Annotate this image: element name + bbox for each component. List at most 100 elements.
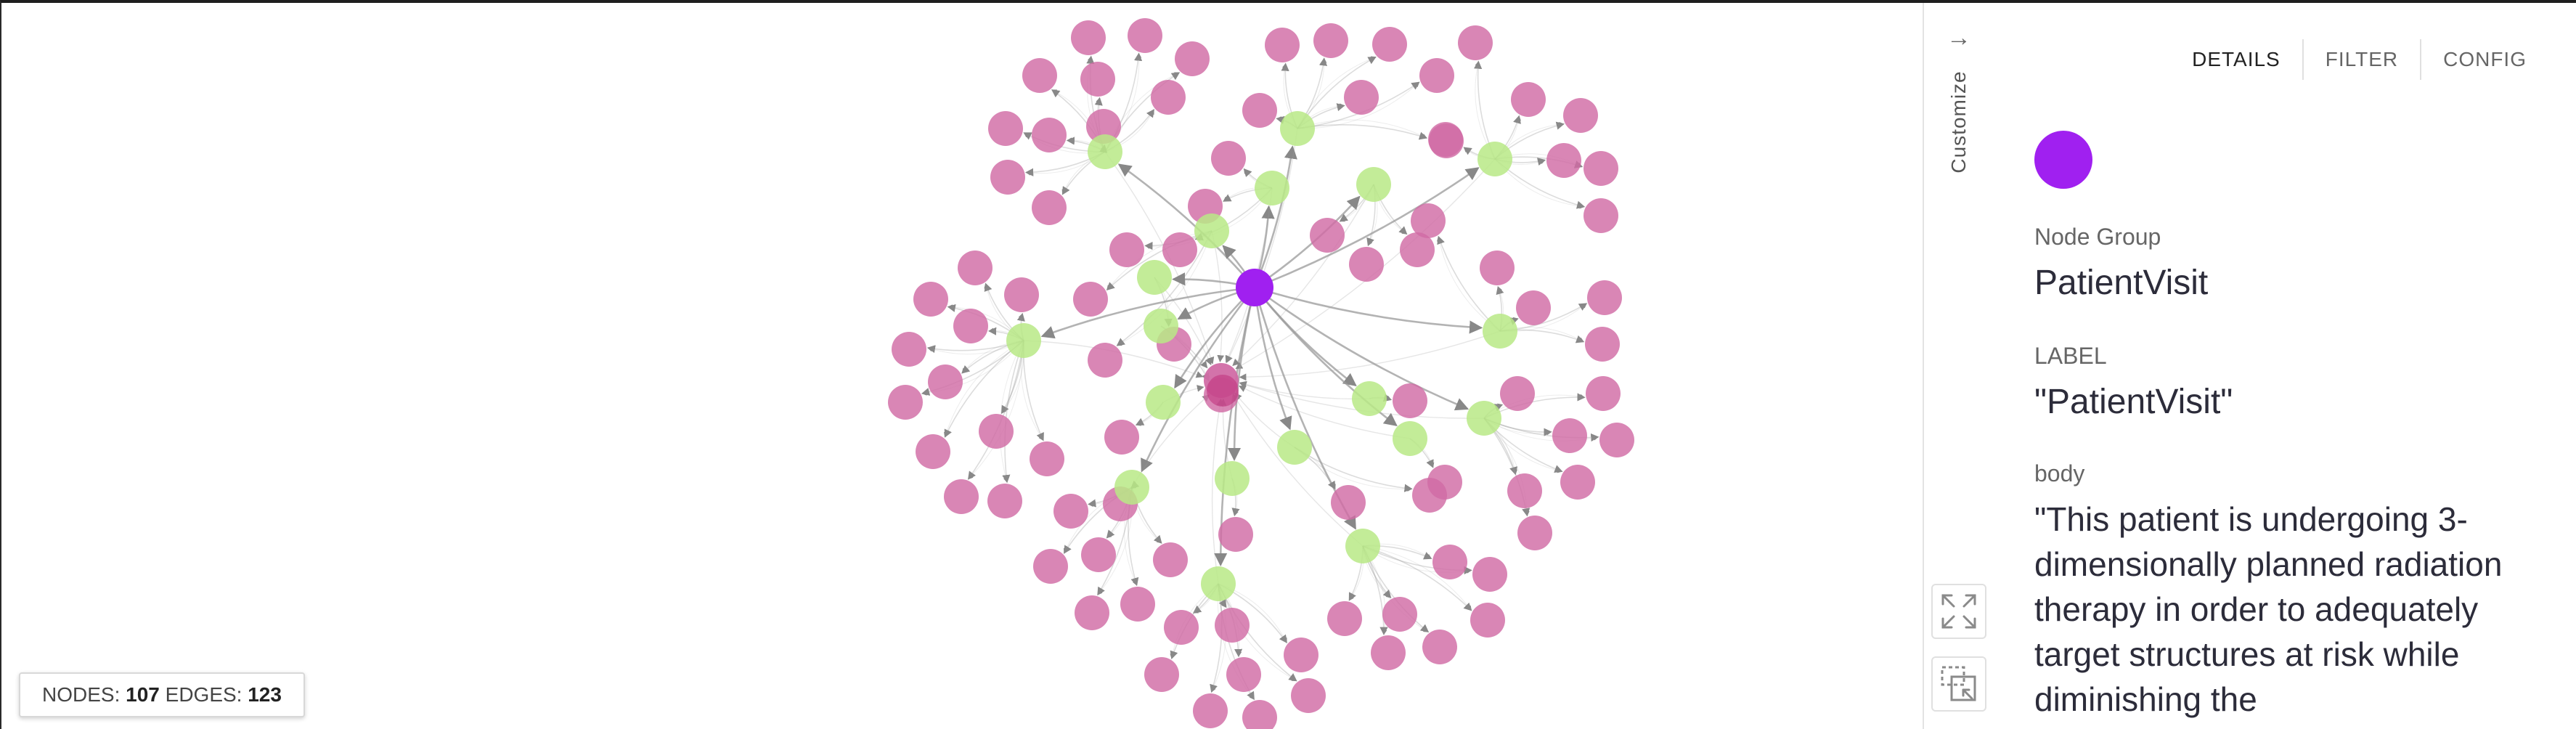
- leaf-node[interactable]: [1053, 494, 1088, 529]
- leaf-node[interactable]: [1128, 18, 1162, 53]
- leaf-node[interactable]: [1516, 290, 1551, 325]
- leaf-node[interactable]: [1458, 25, 1493, 60]
- leaf-node[interactable]: [1327, 601, 1362, 636]
- leaf-node[interactable]: [1032, 118, 1067, 152]
- leaf-node[interactable]: [892, 332, 926, 367]
- leaf-node[interactable]: [1563, 98, 1598, 133]
- leaf-node[interactable]: [990, 160, 1025, 195]
- leaf-node[interactable]: [979, 414, 1014, 449]
- leaf-node[interactable]: [1265, 28, 1300, 62]
- leaf-node[interactable]: [916, 434, 950, 469]
- cluster-node[interactable]: [1194, 213, 1229, 248]
- leaf-node[interactable]: [1193, 693, 1228, 728]
- leaf-node[interactable]: [1120, 587, 1155, 622]
- leaf-node[interactable]: [1032, 190, 1067, 225]
- leaf-node[interactable]: [1175, 41, 1210, 76]
- cluster-node[interactable]: [1137, 260, 1172, 295]
- leaf-node[interactable]: [1215, 608, 1250, 643]
- leaf-node[interactable]: [958, 251, 993, 285]
- graph-canvas[interactable]: NODES: 107 EDGES: 123: [1, 3, 1923, 729]
- cluster-node[interactable]: [1393, 421, 1427, 456]
- leaf-node[interactable]: [1470, 603, 1505, 638]
- fit-view-button[interactable]: [1931, 584, 1986, 639]
- leaf-node[interactable]: [1151, 80, 1186, 115]
- leaf-node[interactable]: [1153, 542, 1188, 577]
- leaf-node[interactable]: [1073, 282, 1108, 317]
- cluster-node[interactable]: [1201, 566, 1236, 601]
- cluster-node[interactable]: [1483, 314, 1517, 349]
- leaf-node[interactable]: [1583, 151, 1618, 186]
- tab-filter[interactable]: FILTER: [2304, 39, 2422, 80]
- leaf-node[interactable]: [1585, 327, 1620, 362]
- leaf-node[interactable]: [1075, 595, 1109, 630]
- cluster-node[interactable]: [1277, 430, 1312, 465]
- arrow-right-icon[interactable]: →: [1947, 24, 1971, 52]
- tab-config[interactable]: CONFIG: [2443, 48, 2527, 70]
- leaf-node[interactable]: [1422, 630, 1457, 664]
- cluster-node[interactable]: [1006, 323, 1041, 358]
- leaf-node[interactable]: [1480, 251, 1515, 285]
- leaf-node[interactable]: [988, 111, 1023, 146]
- leaf-node[interactable]: [1587, 280, 1622, 315]
- leaf-node[interactable]: [1033, 549, 1068, 584]
- cluster-node[interactable]: [1345, 529, 1380, 563]
- cluster-node[interactable]: [1114, 470, 1149, 505]
- leaf-node[interactable]: [1284, 638, 1318, 672]
- leaf-node[interactable]: [1081, 537, 1116, 572]
- leaf-node[interactable]: [1560, 465, 1595, 500]
- leaf-node[interactable]: [1218, 517, 1253, 552]
- customize-button[interactable]: Customize: [1937, 64, 1981, 180]
- leaf-node[interactable]: [1109, 232, 1144, 267]
- leaf-node[interactable]: [928, 364, 963, 399]
- network-graph[interactable]: [1, 3, 1923, 729]
- leaf-node[interactable]: [1427, 465, 1462, 500]
- cluster-node[interactable]: [1477, 142, 1512, 176]
- leaf-node[interactable]: [1411, 203, 1446, 238]
- leaf-node[interactable]: [1500, 376, 1535, 411]
- leaf-node[interactable]: [1242, 93, 1277, 128]
- cluster-node[interactable]: [1352, 381, 1387, 416]
- leaf-node[interactable]: [1207, 375, 1239, 407]
- leaf-node[interactable]: [1517, 516, 1552, 550]
- leaf-node[interactable]: [1022, 58, 1057, 93]
- leaf-node[interactable]: [1371, 635, 1406, 670]
- leaf-node[interactable]: [1162, 232, 1197, 267]
- box-select-button[interactable]: [1931, 656, 1986, 712]
- leaf-node[interactable]: [1310, 218, 1345, 253]
- cluster-node[interactable]: [1280, 111, 1315, 146]
- leaf-node[interactable]: [1211, 141, 1246, 176]
- leaf-node[interactable]: [1400, 232, 1435, 267]
- leaf-node[interactable]: [1104, 420, 1139, 455]
- leaf-node[interactable]: [1511, 82, 1546, 117]
- leaf-node[interactable]: [987, 484, 1022, 518]
- leaf-node[interactable]: [1164, 610, 1199, 645]
- cluster-node[interactable]: [1088, 134, 1122, 169]
- leaf-node[interactable]: [1349, 247, 1384, 282]
- leaf-node[interactable]: [1344, 80, 1379, 115]
- leaf-node[interactable]: [1088, 343, 1122, 378]
- leaf-node[interactable]: [888, 385, 923, 420]
- leaf-node[interactable]: [1372, 27, 1407, 62]
- leaf-node[interactable]: [1428, 122, 1463, 157]
- leaf-node[interactable]: [1432, 545, 1467, 579]
- leaf-node[interactable]: [1226, 657, 1261, 692]
- hub-node[interactable]: [1236, 269, 1273, 306]
- leaf-node[interactable]: [1144, 657, 1179, 692]
- leaf-node[interactable]: [944, 479, 979, 514]
- leaf-node[interactable]: [1586, 376, 1621, 411]
- leaf-node[interactable]: [1583, 198, 1618, 233]
- leaf-node[interactable]: [913, 282, 948, 317]
- cluster-node[interactable]: [1255, 171, 1289, 205]
- leaf-node[interactable]: [1546, 143, 1581, 178]
- cluster-node[interactable]: [1215, 461, 1250, 496]
- leaf-node[interactable]: [1080, 62, 1115, 97]
- leaf-node[interactable]: [1313, 23, 1348, 58]
- leaf-node[interactable]: [1242, 700, 1277, 729]
- tab-details[interactable]: DETAILS: [2170, 39, 2304, 80]
- cluster-node[interactable]: [1146, 385, 1181, 420]
- leaf-node[interactable]: [1393, 383, 1427, 418]
- leaf-node[interactable]: [953, 309, 988, 343]
- leaf-node[interactable]: [1030, 441, 1064, 476]
- leaf-node[interactable]: [1071, 20, 1106, 55]
- leaf-node[interactable]: [1086, 109, 1121, 144]
